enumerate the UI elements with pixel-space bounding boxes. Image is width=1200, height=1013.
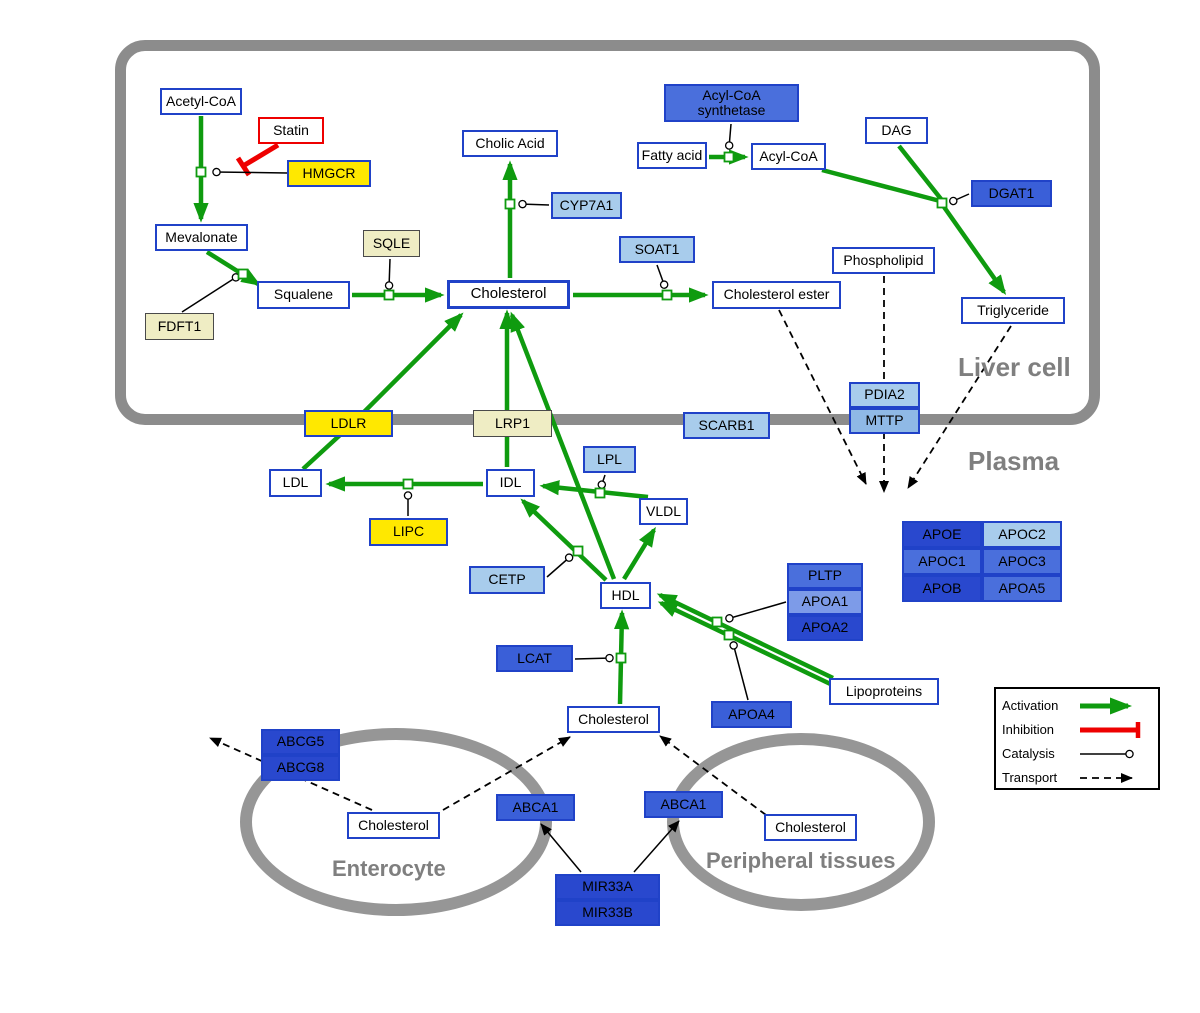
plasma-label: Plasma	[968, 446, 1060, 476]
node-pltp[interactable]: PLTP	[787, 563, 863, 589]
reaction-apoa4	[723, 629, 735, 641]
legend-activation-label: Activation	[1002, 698, 1059, 713]
reaction-apoa1group	[711, 616, 723, 628]
node-apoa2[interactable]: APOA2	[787, 615, 863, 641]
edge-cholesterolplasma-hdl	[613, 609, 630, 705]
reaction-cetp	[572, 545, 584, 557]
enterocyte-label: Enterocyte	[332, 856, 446, 881]
node-lcat[interactable]: LCAT	[496, 645, 573, 672]
node-mevalonate[interactable]: Mevalonate	[155, 224, 248, 251]
node-mir33b[interactable]: MIR33B	[555, 900, 660, 926]
node-scarb1[interactable]: SCARB1	[683, 412, 770, 439]
node-pdia2[interactable]: PDIA2	[849, 382, 920, 408]
reaction-lcat	[615, 652, 627, 664]
liver-cell-label: Liver cell	[958, 352, 1071, 382]
node-apoa1[interactable]: APOA1	[787, 589, 863, 615]
edge-lpl-catalysis	[597, 474, 607, 489]
node-apob[interactable]: APOB	[902, 575, 982, 602]
edge-vldl-idl	[539, 480, 649, 500]
node-triglyceride[interactable]: Triglyceride	[961, 297, 1065, 324]
edge-apoa4-catalysis	[729, 641, 749, 701]
node-soat1[interactable]: SOAT1	[619, 236, 695, 263]
node-apoc2[interactable]: APOC2	[982, 521, 1062, 548]
node-dag[interactable]: DAG	[865, 117, 928, 144]
node-idl[interactable]: IDL	[486, 469, 535, 497]
node-squalene[interactable]: Squalene	[257, 281, 350, 309]
node-mir33a[interactable]: MIR33A	[555, 874, 660, 900]
node-acyl-coa-synthetase[interactable]: Acyl-CoA synthetase	[664, 84, 799, 122]
node-fatty-acid[interactable]: Fatty acid	[637, 142, 707, 169]
node-cholesterol-plasma[interactable]: Cholesterol	[567, 706, 660, 733]
node-cholesterol-liver[interactable]: Cholesterol	[447, 280, 570, 309]
node-apoa5[interactable]: APOA5	[982, 575, 1062, 602]
legend-box	[994, 687, 1160, 790]
edge-lcat-catalysis	[574, 653, 614, 663]
node-cholesterol-enterocyte[interactable]: Cholesterol	[347, 812, 440, 839]
node-ldlr[interactable]: LDLR	[304, 410, 393, 437]
node-phospholipid[interactable]: Phospholipid	[832, 247, 935, 274]
node-apoa4[interactable]: APOA4	[711, 701, 792, 728]
node-acetyl-coa[interactable]: Acetyl-CoA	[160, 88, 242, 115]
mir33-edges	[540, 820, 680, 873]
node-lipc[interactable]: LIPC	[369, 518, 448, 546]
edge-apoa1group-catalysis	[725, 601, 787, 623]
edge-hdl-vldl	[622, 526, 656, 581]
reaction-lpl	[594, 487, 606, 499]
node-vldl[interactable]: VLDL	[639, 498, 688, 525]
legend-transport-label: Transport	[1002, 770, 1058, 785]
legend-catalysis-label: Catalysis	[1002, 746, 1055, 761]
node-cholic-acid[interactable]: Cholic Acid	[462, 130, 558, 157]
node-cholesterol-ester[interactable]: Cholesterol ester	[712, 281, 841, 309]
node-abcg5[interactable]: ABCG5	[261, 729, 340, 755]
node-abcg8[interactable]: ABCG8	[261, 755, 340, 781]
node-statin[interactable]: Statin	[258, 117, 324, 144]
node-mttp[interactable]: MTTP	[849, 408, 920, 434]
node-fdft1[interactable]: FDFT1	[145, 313, 214, 340]
legend-inhibition-label: Inhibition	[1002, 722, 1055, 737]
reaction-lipc	[402, 478, 414, 490]
node-apoe[interactable]: APOE	[902, 521, 982, 548]
node-cholesterol-peripheral[interactable]: Cholesterol	[764, 814, 857, 841]
node-cetp[interactable]: CETP	[469, 566, 545, 594]
node-sqle[interactable]: SQLE	[363, 230, 420, 257]
node-abca1-left[interactable]: ABCA1	[496, 794, 575, 821]
peripheral-tissues-label: Peripheral tissues	[706, 848, 896, 873]
node-lpl[interactable]: LPL	[583, 446, 636, 473]
node-dgat1[interactable]: DGAT1	[971, 180, 1052, 207]
node-ldl[interactable]: LDL	[269, 469, 322, 497]
node-acyl-coa[interactable]: Acyl-CoA	[751, 143, 826, 170]
edge-cetp-catalysis	[546, 553, 574, 578]
node-hdl[interactable]: HDL	[600, 582, 651, 609]
node-lipoproteins[interactable]: Lipoproteins	[829, 678, 939, 705]
node-apoc1[interactable]: APOC1	[902, 548, 982, 575]
node-lrp1[interactable]: LRP1	[473, 410, 552, 437]
liver-cell-membrane	[115, 40, 1100, 425]
node-apoc3[interactable]: APOC3	[982, 548, 1062, 575]
node-hmgcr[interactable]: HMGCR	[287, 160, 371, 187]
node-abca1-right[interactable]: ABCA1	[644, 791, 723, 818]
node-cyp7a1[interactable]: CYP7A1	[551, 192, 622, 219]
